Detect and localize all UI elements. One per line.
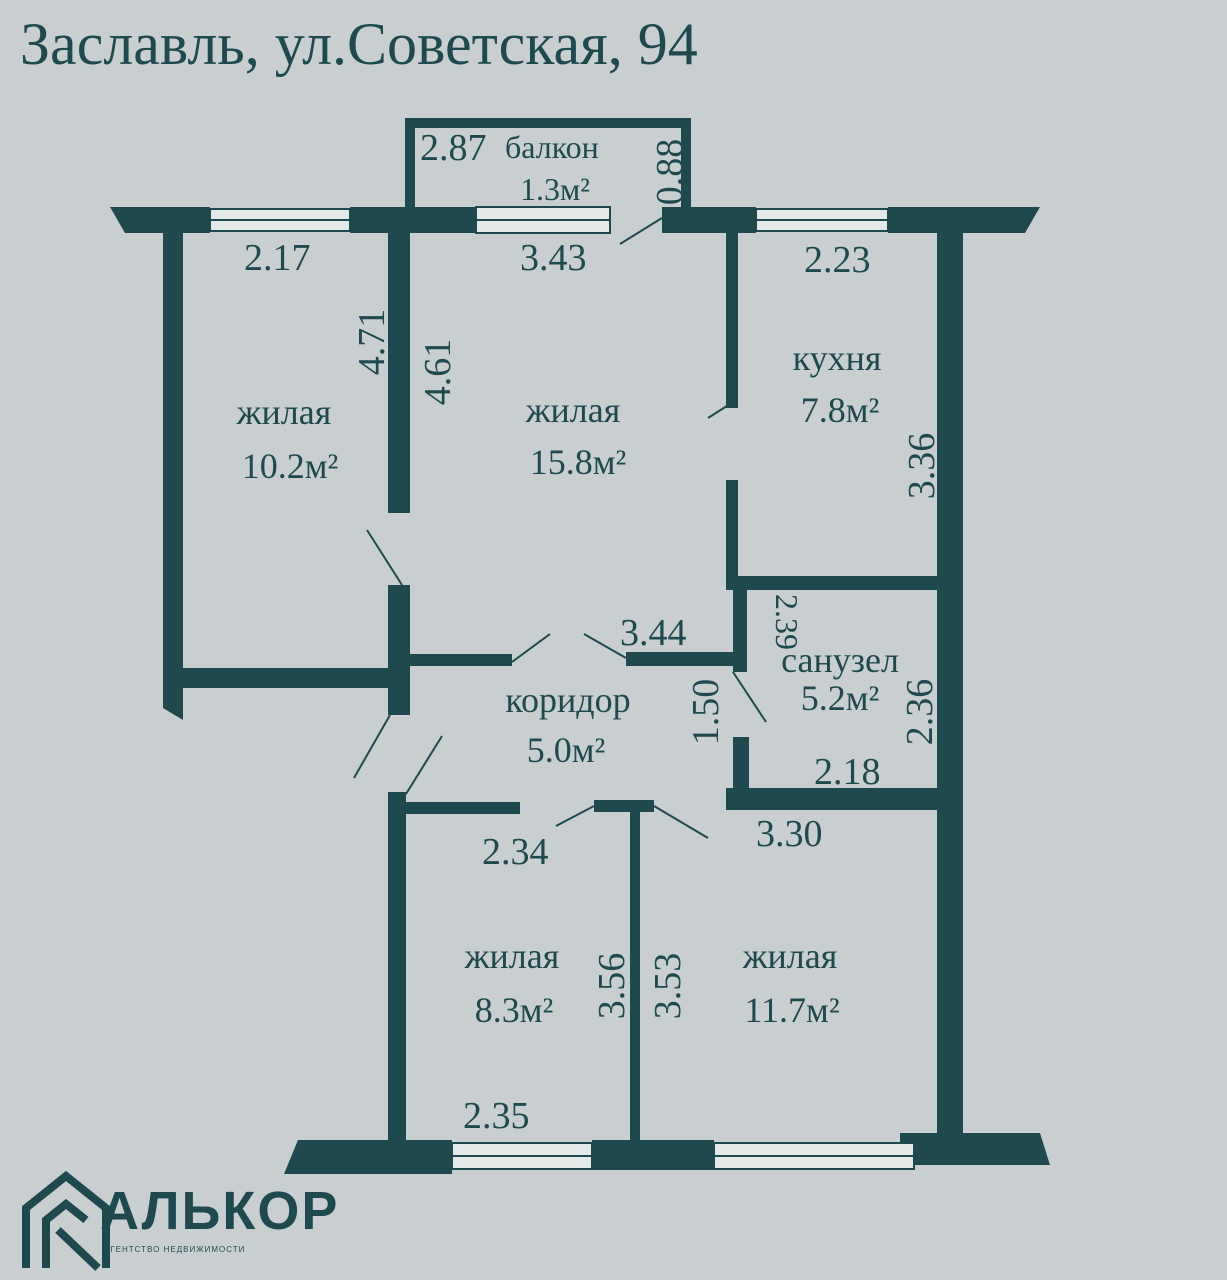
dimension-label: 1.50 (685, 679, 727, 746)
room-area: 1.3м² (520, 171, 590, 207)
dimension-label: 2.17 (244, 237, 311, 279)
brand-tagline: АГЕНТСТВО НЕДВИЖИМОСТИ (104, 1245, 246, 1254)
dimension-label: 3.30 (756, 813, 823, 855)
dimension-label: 4.61 (417, 339, 459, 406)
dimension-label: 2.39 (769, 594, 805, 650)
room-area: 5.2м² (801, 678, 880, 718)
top-wall-right-cap (888, 207, 1040, 233)
door-swing (555, 805, 595, 827)
room-name: санузел (781, 640, 899, 680)
partition-wall (626, 652, 736, 666)
door-swings (353, 217, 767, 839)
door-swing (653, 805, 709, 839)
door-swing (707, 403, 731, 419)
dimension-label: 3.36 (901, 433, 943, 500)
door-swing (511, 633, 551, 663)
door-swing (405, 735, 443, 795)
partition-wall (183, 668, 410, 688)
dimension-label: 4.71 (351, 309, 393, 376)
door-swing (583, 633, 627, 659)
dimension-label: 2.36 (899, 679, 941, 746)
brand-logo-icon (22, 1170, 110, 1271)
partition-wall (726, 480, 738, 580)
door-swing (366, 529, 403, 586)
plan-title: Заславль, ул.Советская, 94 (20, 11, 698, 77)
dimension-label: 2.23 (804, 239, 871, 281)
door-swing (353, 714, 391, 779)
room-name: жилая (742, 936, 838, 976)
room-area: 5.0м² (527, 730, 606, 770)
balcony-wall-right (681, 118, 691, 210)
door-swing (619, 217, 663, 245)
room-name: жилая (464, 936, 560, 976)
window (475, 206, 611, 234)
bottom-wall-right-cap (900, 1133, 1050, 1165)
partition-wall (733, 576, 747, 672)
balcony-wall-left (405, 118, 415, 210)
partition-wall (410, 654, 512, 666)
room-name: коридор (505, 680, 630, 720)
room-area: 15.8м² (530, 442, 627, 482)
bottom-wall-segment (592, 1140, 714, 1170)
window (451, 1142, 593, 1170)
window (755, 208, 889, 232)
dimension-label: 0.88 (649, 139, 691, 206)
balcony-wall-top (405, 118, 691, 128)
partition-wall (630, 812, 640, 1142)
dimension-label: 2.87 (420, 127, 487, 169)
partition-wall (388, 233, 410, 513)
room-name: балкон (505, 129, 599, 165)
room-area: 10.2м² (242, 446, 339, 486)
dimension-label: 2.18 (814, 751, 881, 793)
room-name: жилая (236, 392, 332, 432)
partition-wall (726, 576, 937, 590)
left-outer-wall (163, 233, 183, 720)
room-name: жилая (525, 390, 621, 430)
dimension-label: 3.56 (591, 953, 633, 1020)
room-area: 7.8м² (801, 390, 880, 430)
dimension-label: 3.53 (647, 953, 689, 1020)
top-wall-left-cap (110, 207, 210, 233)
window (713, 1142, 915, 1170)
windows (209, 206, 915, 1170)
partition-wall (726, 788, 937, 810)
dimension-label: 2.35 (463, 1095, 530, 1137)
bottom-wall-left-cap (284, 1140, 452, 1174)
partition-wall (388, 585, 410, 715)
top-wall-segment (350, 207, 476, 233)
partition-wall (388, 792, 406, 1142)
partition-wall (726, 233, 738, 408)
dimension-label: 3.43 (520, 237, 587, 279)
dimension-label: 2.34 (482, 831, 549, 873)
room-area: 8.3м² (475, 990, 554, 1030)
room-area: 11.7м² (744, 990, 839, 1030)
window (209, 208, 351, 232)
right-outer-wall (937, 233, 963, 1133)
partition-wall (733, 737, 749, 792)
top-wall-segment (662, 207, 756, 233)
walls (110, 118, 1050, 1174)
dimension-label: 3.44 (620, 612, 687, 654)
partition-wall (594, 800, 654, 812)
partition-wall (388, 802, 520, 814)
room-name: кухня (793, 338, 882, 378)
door-swing (732, 671, 767, 723)
brand-name: АЛЬКОР (100, 1181, 340, 1241)
